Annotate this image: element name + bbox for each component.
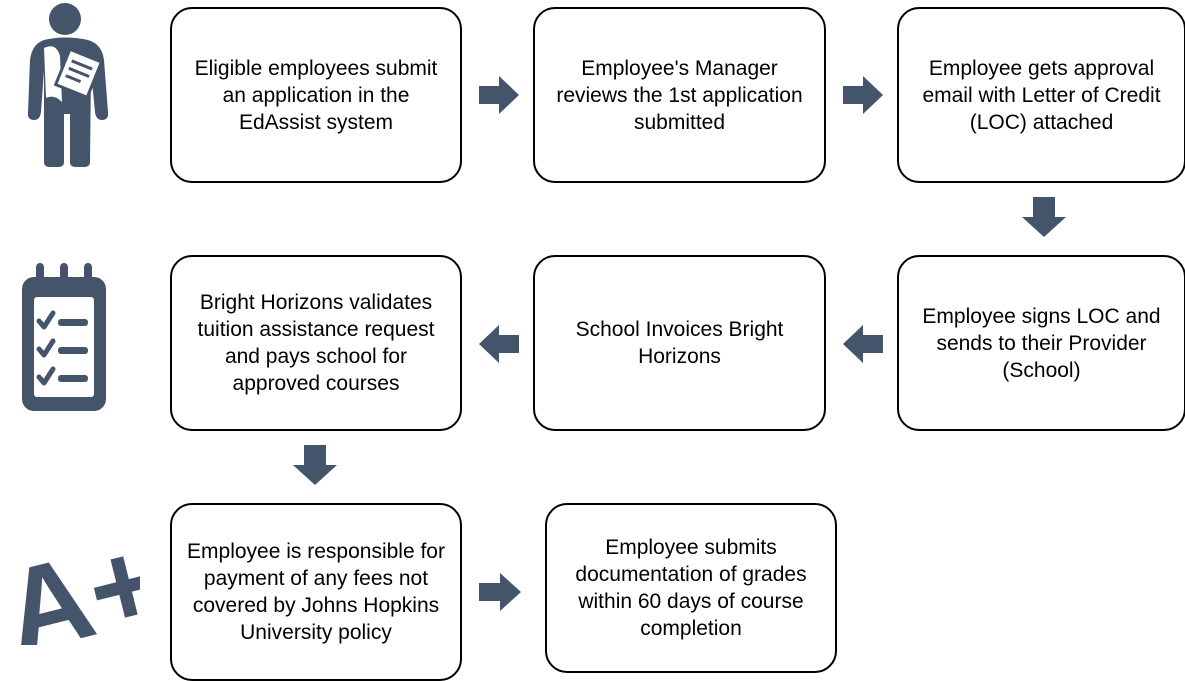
step-text-2: Employee's Manager reviews the 1st appli…: [556, 56, 803, 134]
step-box-6: Bright Horizons validates tuition assist…: [170, 255, 462, 431]
arrow-right-icon: [843, 76, 883, 114]
svg-text:A+: A+: [5, 545, 140, 645]
step-text-3: Employee gets approval email with Letter…: [922, 56, 1161, 134]
step-text-5: School Invoices Bright Horizons: [575, 318, 784, 368]
arrow-right-icon: [479, 573, 521, 611]
arrow-left-icon: [843, 325, 883, 363]
step-text-6: Bright Horizons validates tuition assist…: [197, 291, 435, 395]
step-box-2: Employee's Manager reviews the 1st appli…: [533, 7, 826, 183]
step-box-8: Employee submits documentation of grades…: [545, 503, 837, 673]
person-with-document-icon: [27, 3, 109, 167]
arrow-down-icon: [293, 445, 337, 485]
step-box-4: Employee signs LOC and sends to their Pr…: [897, 255, 1185, 431]
a-plus-grade-icon: A+: [5, 545, 140, 645]
step-text-8: Employee submits documentation of grades…: [575, 536, 807, 640]
arrow-down-icon: [1022, 197, 1066, 237]
step-text-7: Employee is responsible for payment of a…: [187, 540, 445, 644]
step-box-1: Eligible employees submit an application…: [170, 7, 462, 183]
step-text-4: Employee signs LOC and sends to their Pr…: [922, 304, 1161, 382]
step-box-3: Employee gets approval email with Letter…: [897, 7, 1185, 183]
step-text-1: Eligible employees submit an application…: [194, 56, 438, 134]
arrow-left-icon: [479, 325, 519, 363]
step-box-7: Employee is responsible for payment of a…: [170, 503, 462, 681]
step-box-5: School Invoices Bright Horizons: [533, 255, 826, 431]
clipboard-checklist-icon: [22, 263, 106, 411]
arrow-right-icon: [479, 76, 519, 114]
